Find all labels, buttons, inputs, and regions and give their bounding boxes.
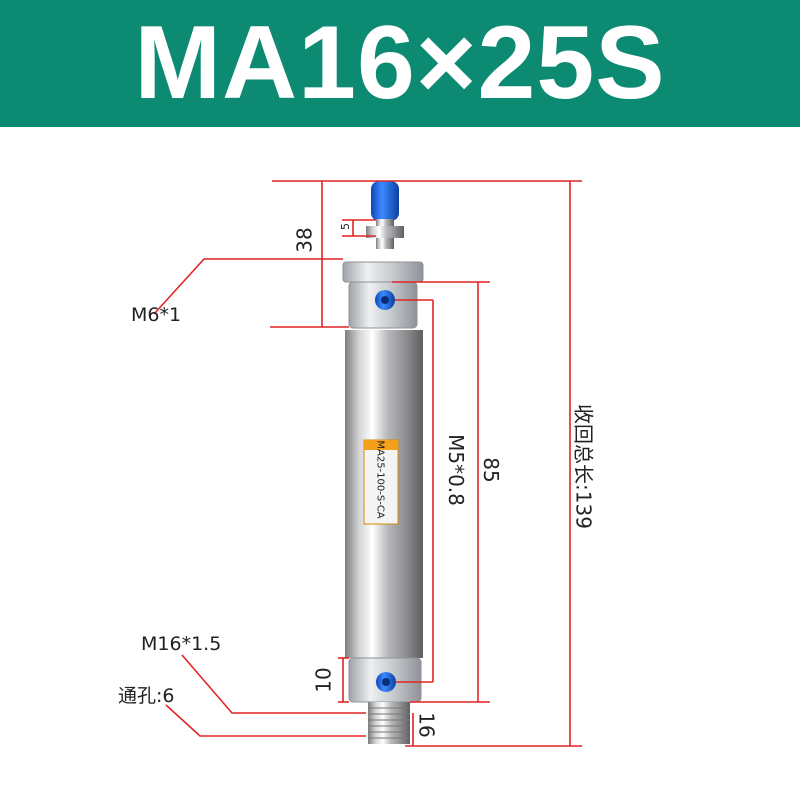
thread-m6-label: M6*1 xyxy=(131,304,182,326)
dim-85-label: 85 xyxy=(479,457,503,483)
title-banner xyxy=(0,0,800,127)
rod-cap xyxy=(371,181,399,221)
dim-16-label: 16 xyxy=(414,712,439,738)
cylinder-body xyxy=(342,181,424,744)
product-title: MA16×25S xyxy=(134,5,666,121)
total-length-label: 收回总长:139 xyxy=(571,404,596,529)
port-m5-label: M5*0.8 xyxy=(444,434,468,506)
dim-10-label: 10 xyxy=(311,667,336,693)
thread-m16-label: M16*1.5 xyxy=(141,633,222,655)
barrel-text: MA25-100-S-CA xyxy=(374,440,386,519)
rear-thread xyxy=(368,702,410,744)
barrel-label xyxy=(363,439,399,525)
dim-38-label: 38 xyxy=(292,227,317,253)
dim-5-label: 5 xyxy=(339,223,352,230)
dimension-lines xyxy=(153,180,582,747)
through-hole-label: 通孔:6 xyxy=(118,685,175,707)
rod-nut xyxy=(366,226,404,238)
front-nut xyxy=(342,261,424,283)
